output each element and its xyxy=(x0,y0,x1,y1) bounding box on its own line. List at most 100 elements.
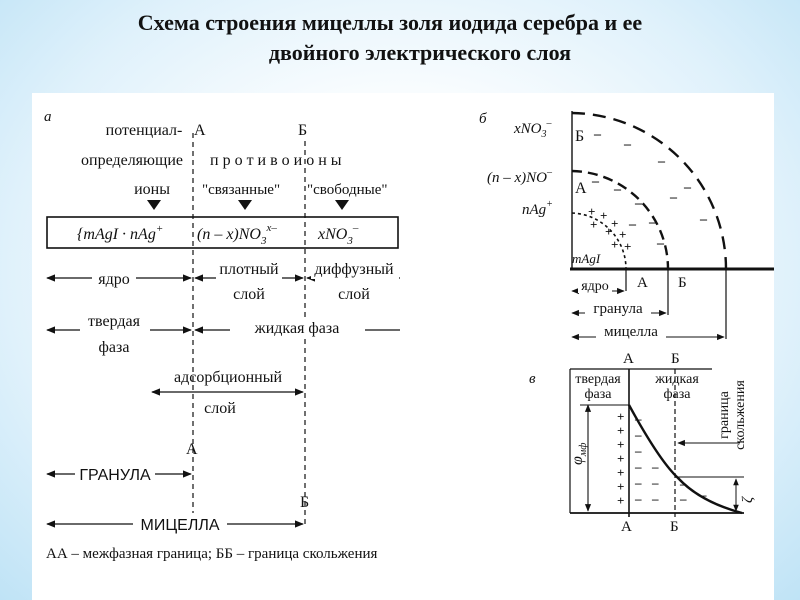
panel-c-letter: в xyxy=(529,371,536,387)
diffuse-minus-ions-group: –– –– –– xyxy=(593,127,708,227)
c-liquid-label-2: фаза xyxy=(663,387,691,402)
svg-text:–: – xyxy=(634,196,643,211)
svg-text:–: – xyxy=(593,127,602,142)
c-solid-label-2: фаза xyxy=(584,387,612,402)
free-ions-label: "свободные" xyxy=(307,182,387,198)
counter-ions-label: п р о т и в о и о н ы xyxy=(210,152,342,169)
pd-ions-line3: ионы xyxy=(134,181,170,198)
slip-label-1: граница xyxy=(717,390,732,438)
svg-text:+: + xyxy=(611,237,618,252)
svg-text:–: – xyxy=(634,443,642,458)
potential-curve xyxy=(627,404,743,515)
svg-text:–: – xyxy=(648,215,657,230)
adsorption-layer-label-2: слой xyxy=(204,400,236,417)
solid-phase-label-1: твердая xyxy=(88,313,141,330)
svg-text:–: – xyxy=(651,491,659,506)
svg-text:–: – xyxy=(591,174,600,189)
nxno3-label: (n – x)NO– xyxy=(487,167,553,186)
c-solid-label-1: твердая xyxy=(575,372,621,387)
plus-ions-group: ++ ++ ++ ++ xyxy=(588,204,631,254)
solid-phase-label-2: фаза xyxy=(99,339,130,356)
slip-label-2: скольжения xyxy=(733,380,748,450)
diffuse-layer-label-2: слой xyxy=(338,286,370,303)
formula-diffuse: xNO3– xyxy=(317,222,359,247)
micelle-diagram: а потенциал- определяющие ионы А Б п р о… xyxy=(44,109,774,562)
marker-b-top: Б xyxy=(298,122,307,139)
arc-label-a: А xyxy=(575,180,587,197)
phi-label: φмф xyxy=(569,443,589,465)
svg-text:–: – xyxy=(628,217,637,232)
svg-text:–: – xyxy=(699,487,707,502)
bound-ions-label: "связанные" xyxy=(202,182,280,198)
svg-text:+: + xyxy=(617,423,624,438)
svg-text:+: + xyxy=(605,224,612,239)
svg-text:–: – xyxy=(613,182,622,197)
formula-core: {mAgI · nAg+ xyxy=(77,223,163,243)
magi-label: mAgI xyxy=(572,251,601,266)
marker-triangle-3 xyxy=(335,200,349,210)
svg-text:–: – xyxy=(634,411,642,426)
panel-a-letter: а xyxy=(44,109,52,125)
marker-a-top: А xyxy=(194,122,206,139)
dense-layer-label-2: слой xyxy=(233,286,265,303)
granule-label: ГРАНУЛА xyxy=(79,467,151,484)
dense-layer-label-1: плотный xyxy=(219,261,279,278)
formula-dense: (n – x)NO3x– xyxy=(197,222,277,247)
arc-label-b: Б xyxy=(575,128,584,145)
svg-text:–: – xyxy=(634,459,642,474)
slide-title: Схема строения мицеллы золя иодида сереб… xyxy=(0,8,800,68)
svg-text:+: + xyxy=(611,216,618,231)
core-boundary-arc xyxy=(571,212,627,270)
xno3-label: xNO3– xyxy=(513,118,553,140)
svg-text:–: – xyxy=(679,476,687,491)
svg-text:+: + xyxy=(624,239,631,254)
core-label: ядро xyxy=(98,271,130,288)
micelle-label: МИЦЕЛЛА xyxy=(140,517,219,534)
b-core-label: ядро xyxy=(581,279,609,294)
granule-boundary-arc xyxy=(571,169,670,270)
svg-text:+: + xyxy=(617,451,624,466)
svg-text:+: + xyxy=(617,409,624,424)
svg-text:–: – xyxy=(657,154,666,169)
svg-text:–: – xyxy=(634,475,642,490)
svg-text:+: + xyxy=(588,204,595,219)
svg-text:–: – xyxy=(656,236,665,251)
pd-ions-line2: определяющие xyxy=(81,152,183,169)
nag-label: nAg+ xyxy=(522,199,553,218)
svg-text:–: – xyxy=(679,491,687,506)
svg-text:–: – xyxy=(669,190,678,205)
pd-ions-line1: потенциал- xyxy=(106,122,183,139)
c-top-b: Б xyxy=(671,351,680,367)
c-bottom-b: Б xyxy=(670,519,679,535)
micelle-boundary-arc xyxy=(571,111,728,270)
c-plus-ions-group: ++ ++ ++ + xyxy=(617,409,624,508)
axis-label-b: Б xyxy=(678,275,687,291)
b-micelle-label: мицелла xyxy=(604,324,658,340)
c-top-a: А xyxy=(623,351,634,367)
granule-marker-a: А xyxy=(186,441,198,458)
svg-text:+: + xyxy=(619,227,626,242)
title-line-1: Схема строения мицеллы золя иодида сереб… xyxy=(137,10,643,35)
c-minus-ions-group: –– –– –– –– –– –– xyxy=(634,411,707,506)
micelle-marker-b: Б xyxy=(300,494,309,511)
diagram-panel: а потенциал- определяющие ионы А Б п р о… xyxy=(32,93,774,600)
svg-text:–: – xyxy=(634,491,642,506)
diffuse-layer-label-1: диффузный xyxy=(314,261,394,278)
svg-text:–: – xyxy=(683,180,692,195)
svg-text:+: + xyxy=(617,479,624,494)
panel-b-letter: б xyxy=(479,111,487,127)
c-liquid-label-1: жидкая xyxy=(654,372,699,387)
svg-text:–: – xyxy=(651,459,659,474)
title-line-2: двойного электрического слоя xyxy=(268,40,572,65)
marker-triangle-1 xyxy=(147,200,161,210)
axis-label-a: А xyxy=(637,275,648,291)
marker-triangle-2 xyxy=(238,200,252,210)
liquid-phase-label: жидкая фаза xyxy=(254,320,340,337)
svg-text:+: + xyxy=(617,437,624,452)
zeta-label: ζ xyxy=(740,496,756,503)
c-bottom-a: А xyxy=(621,519,632,535)
svg-text:–: – xyxy=(651,475,659,490)
svg-text:–: – xyxy=(699,212,708,227)
svg-text:+: + xyxy=(617,493,624,508)
dense-minus-ions-group: –– –– –– xyxy=(591,174,665,251)
